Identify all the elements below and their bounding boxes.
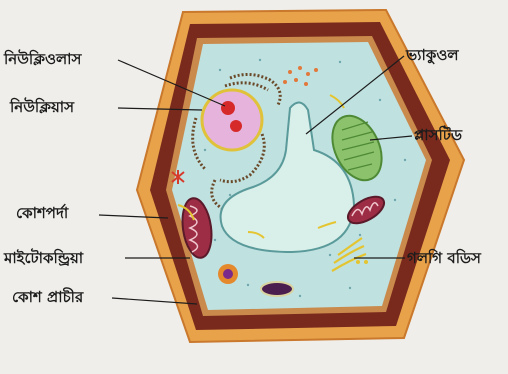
label-nucleus: নিউক্লিয়াস: [10, 98, 74, 116]
nucleolus: [221, 101, 235, 115]
label-golgi-bodies: গলগি বডিস: [407, 249, 481, 267]
label-cell-wall: কোশ প্রাচীর: [12, 288, 83, 306]
label-mitochondria: মাইটোকন্ড্রিয়া: [4, 249, 83, 267]
label-cell-membrane: কোশপর্দা: [16, 204, 68, 222]
nucleus: [202, 90, 262, 150]
label-plastid: প্লাসটিড: [414, 126, 462, 144]
granule-oval: [261, 282, 293, 296]
label-vacuole: ভ্যাকুওল: [406, 46, 459, 64]
granule-flower: [218, 264, 238, 284]
label-nucleolus: নিউক্লিওলাস: [4, 50, 81, 68]
nucleolus-2: [230, 120, 242, 132]
